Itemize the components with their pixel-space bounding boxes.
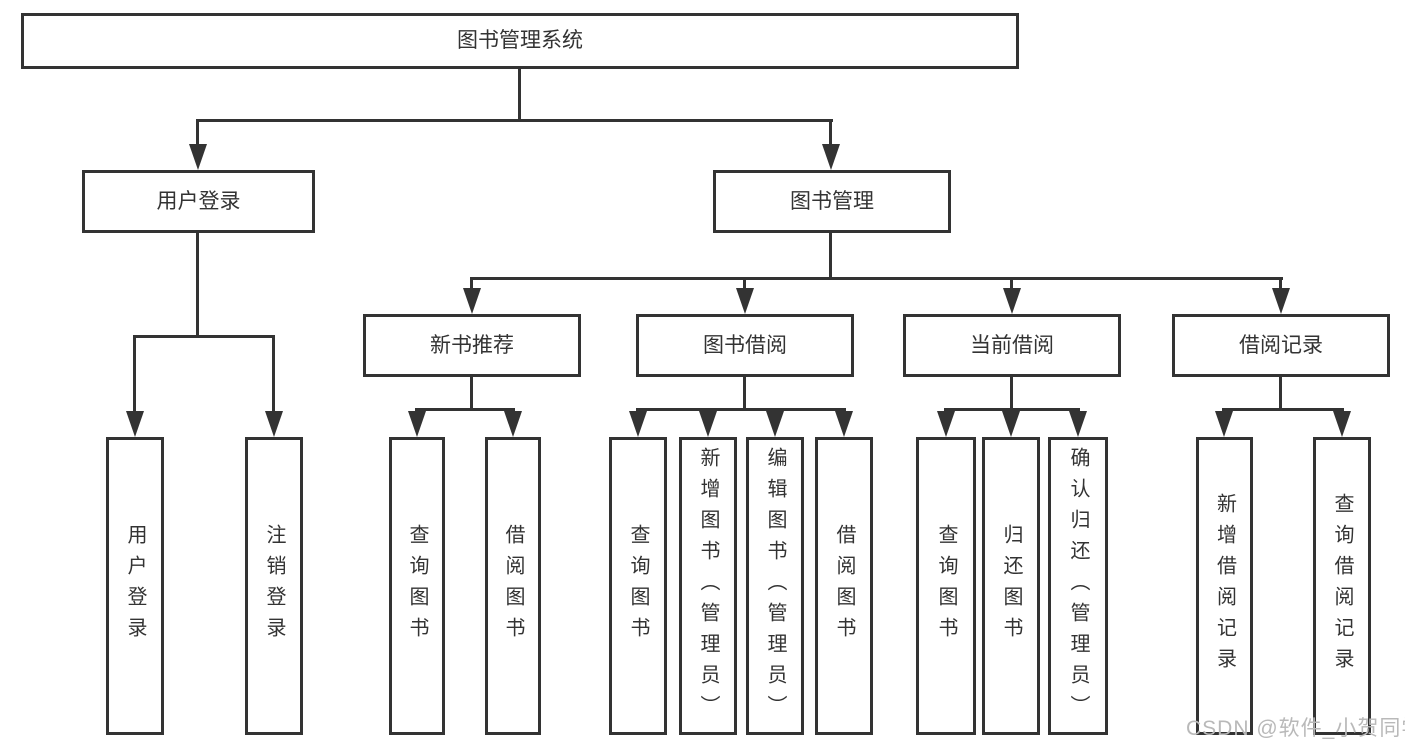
leaf-borrow-query-books-label: 查询图书 [627, 524, 649, 648]
connector-vline [133, 335, 136, 414]
connector-vline [518, 69, 521, 122]
connector-vline [196, 119, 199, 147]
leaf-newrec-borrow-books: 借阅图书 [485, 437, 541, 735]
connector-vline [272, 335, 275, 414]
connector-vline [1010, 377, 1013, 411]
node-book-borrow: 图书借阅 [636, 314, 854, 377]
node-new-book-recommend: 新书推荐 [363, 314, 581, 377]
leaf-logout: 注销登录 [245, 437, 303, 735]
arrow-down-icon [937, 411, 955, 437]
leaf-newrec-borrow-books-label: 借阅图书 [502, 524, 524, 648]
arrow-down-icon [629, 411, 647, 437]
node-root: 图书管理系统 [21, 13, 1019, 69]
arrow-down-icon [736, 288, 754, 314]
leaf-user-login-label: 用户登录 [124, 524, 146, 648]
leaf-borrow-edit-books-admin-label: 编辑图书（管理员） [764, 446, 786, 726]
connector-vline [829, 119, 832, 147]
arrow-down-icon [699, 411, 717, 437]
leaf-records-add-record-label: 新增借阅记录 [1213, 493, 1236, 679]
connector-hline [470, 277, 1283, 280]
connector-hline [944, 408, 1080, 411]
leaf-logout-label: 注销登录 [263, 524, 285, 648]
node-borrow-records-label: 借阅记录 [1239, 333, 1323, 357]
leaf-current-return-books: 归还图书 [982, 437, 1040, 735]
connector-vline [470, 277, 473, 290]
leaf-user-login: 用户登录 [106, 437, 164, 735]
node-book-management: 图书管理 [713, 170, 951, 233]
arrow-down-icon [504, 411, 522, 437]
connector-hline [196, 119, 833, 122]
connector-vline [743, 277, 746, 290]
node-current-borrow: 当前借阅 [903, 314, 1121, 377]
leaf-current-return-books-label: 归还图书 [1000, 524, 1022, 648]
connector-vline [1010, 277, 1013, 290]
leaf-borrow-query-books: 查询图书 [609, 437, 667, 735]
node-borrow-records: 借阅记录 [1172, 314, 1390, 377]
arrow-down-icon [1272, 288, 1290, 314]
leaf-records-add-record: 新增借阅记录 [1196, 437, 1253, 735]
arrow-down-icon [265, 411, 283, 437]
connector-vline [1279, 277, 1282, 290]
arrow-down-icon [1333, 411, 1351, 437]
leaf-records-query-record-label: 查询借阅记录 [1331, 493, 1353, 679]
leaf-newrec-query-books: 查询图书 [389, 437, 445, 735]
arrow-down-icon [835, 411, 853, 437]
leaf-borrow-borrow-books-label: 借阅图书 [833, 524, 855, 648]
node-current-borrow-label: 当前借阅 [970, 333, 1054, 357]
node-user-login: 用户登录 [82, 170, 315, 233]
leaf-records-query-record: 查询借阅记录 [1313, 437, 1371, 735]
connector-vline [1279, 377, 1282, 411]
node-book-borrow-label: 图书借阅 [703, 333, 787, 357]
arrow-down-icon [822, 144, 840, 170]
node-root-label: 图书管理系统 [457, 29, 583, 53]
connector-vline [470, 377, 473, 411]
node-book-management-label: 图书管理 [790, 189, 874, 213]
leaf-newrec-query-books-label: 查询图书 [406, 524, 428, 648]
arrow-down-icon [189, 144, 207, 170]
arrow-down-icon [463, 288, 481, 314]
leaf-borrow-add-books-admin: 新增图书（管理员） [679, 437, 737, 735]
arrow-down-icon [1069, 411, 1087, 437]
arrow-down-icon [1003, 288, 1021, 314]
leaf-borrow-edit-books-admin: 编辑图书（管理员） [746, 437, 804, 735]
leaf-borrow-borrow-books: 借阅图书 [815, 437, 873, 735]
arrow-down-icon [766, 411, 784, 437]
leaf-current-query-books: 查询图书 [916, 437, 976, 735]
node-user-login-label: 用户登录 [156, 189, 241, 213]
connector-vline [743, 377, 746, 411]
leaf-current-confirm-return-admin: 确认归还（管理员） [1048, 437, 1108, 735]
leaf-current-query-books-label: 查询图书 [935, 524, 957, 648]
connector-vline [829, 233, 832, 279]
connector-hline [636, 408, 846, 411]
arrow-down-icon [1215, 411, 1233, 437]
watermark: CSDN @软件_小贺同学 [1186, 717, 1405, 740]
arrow-down-icon [126, 411, 144, 437]
connector-vline [196, 233, 199, 335]
arrow-down-icon [408, 411, 426, 437]
leaf-borrow-add-books-admin-label: 新增图书（管理员） [697, 446, 719, 726]
connector-hline [415, 408, 515, 411]
arrow-down-icon [1002, 411, 1020, 437]
leaf-current-confirm-return-admin-label: 确认归还（管理员） [1067, 446, 1089, 726]
node-new-book-recommend-label: 新书推荐 [430, 333, 514, 357]
connector-hline [133, 335, 275, 338]
connector-hline [1222, 408, 1344, 411]
